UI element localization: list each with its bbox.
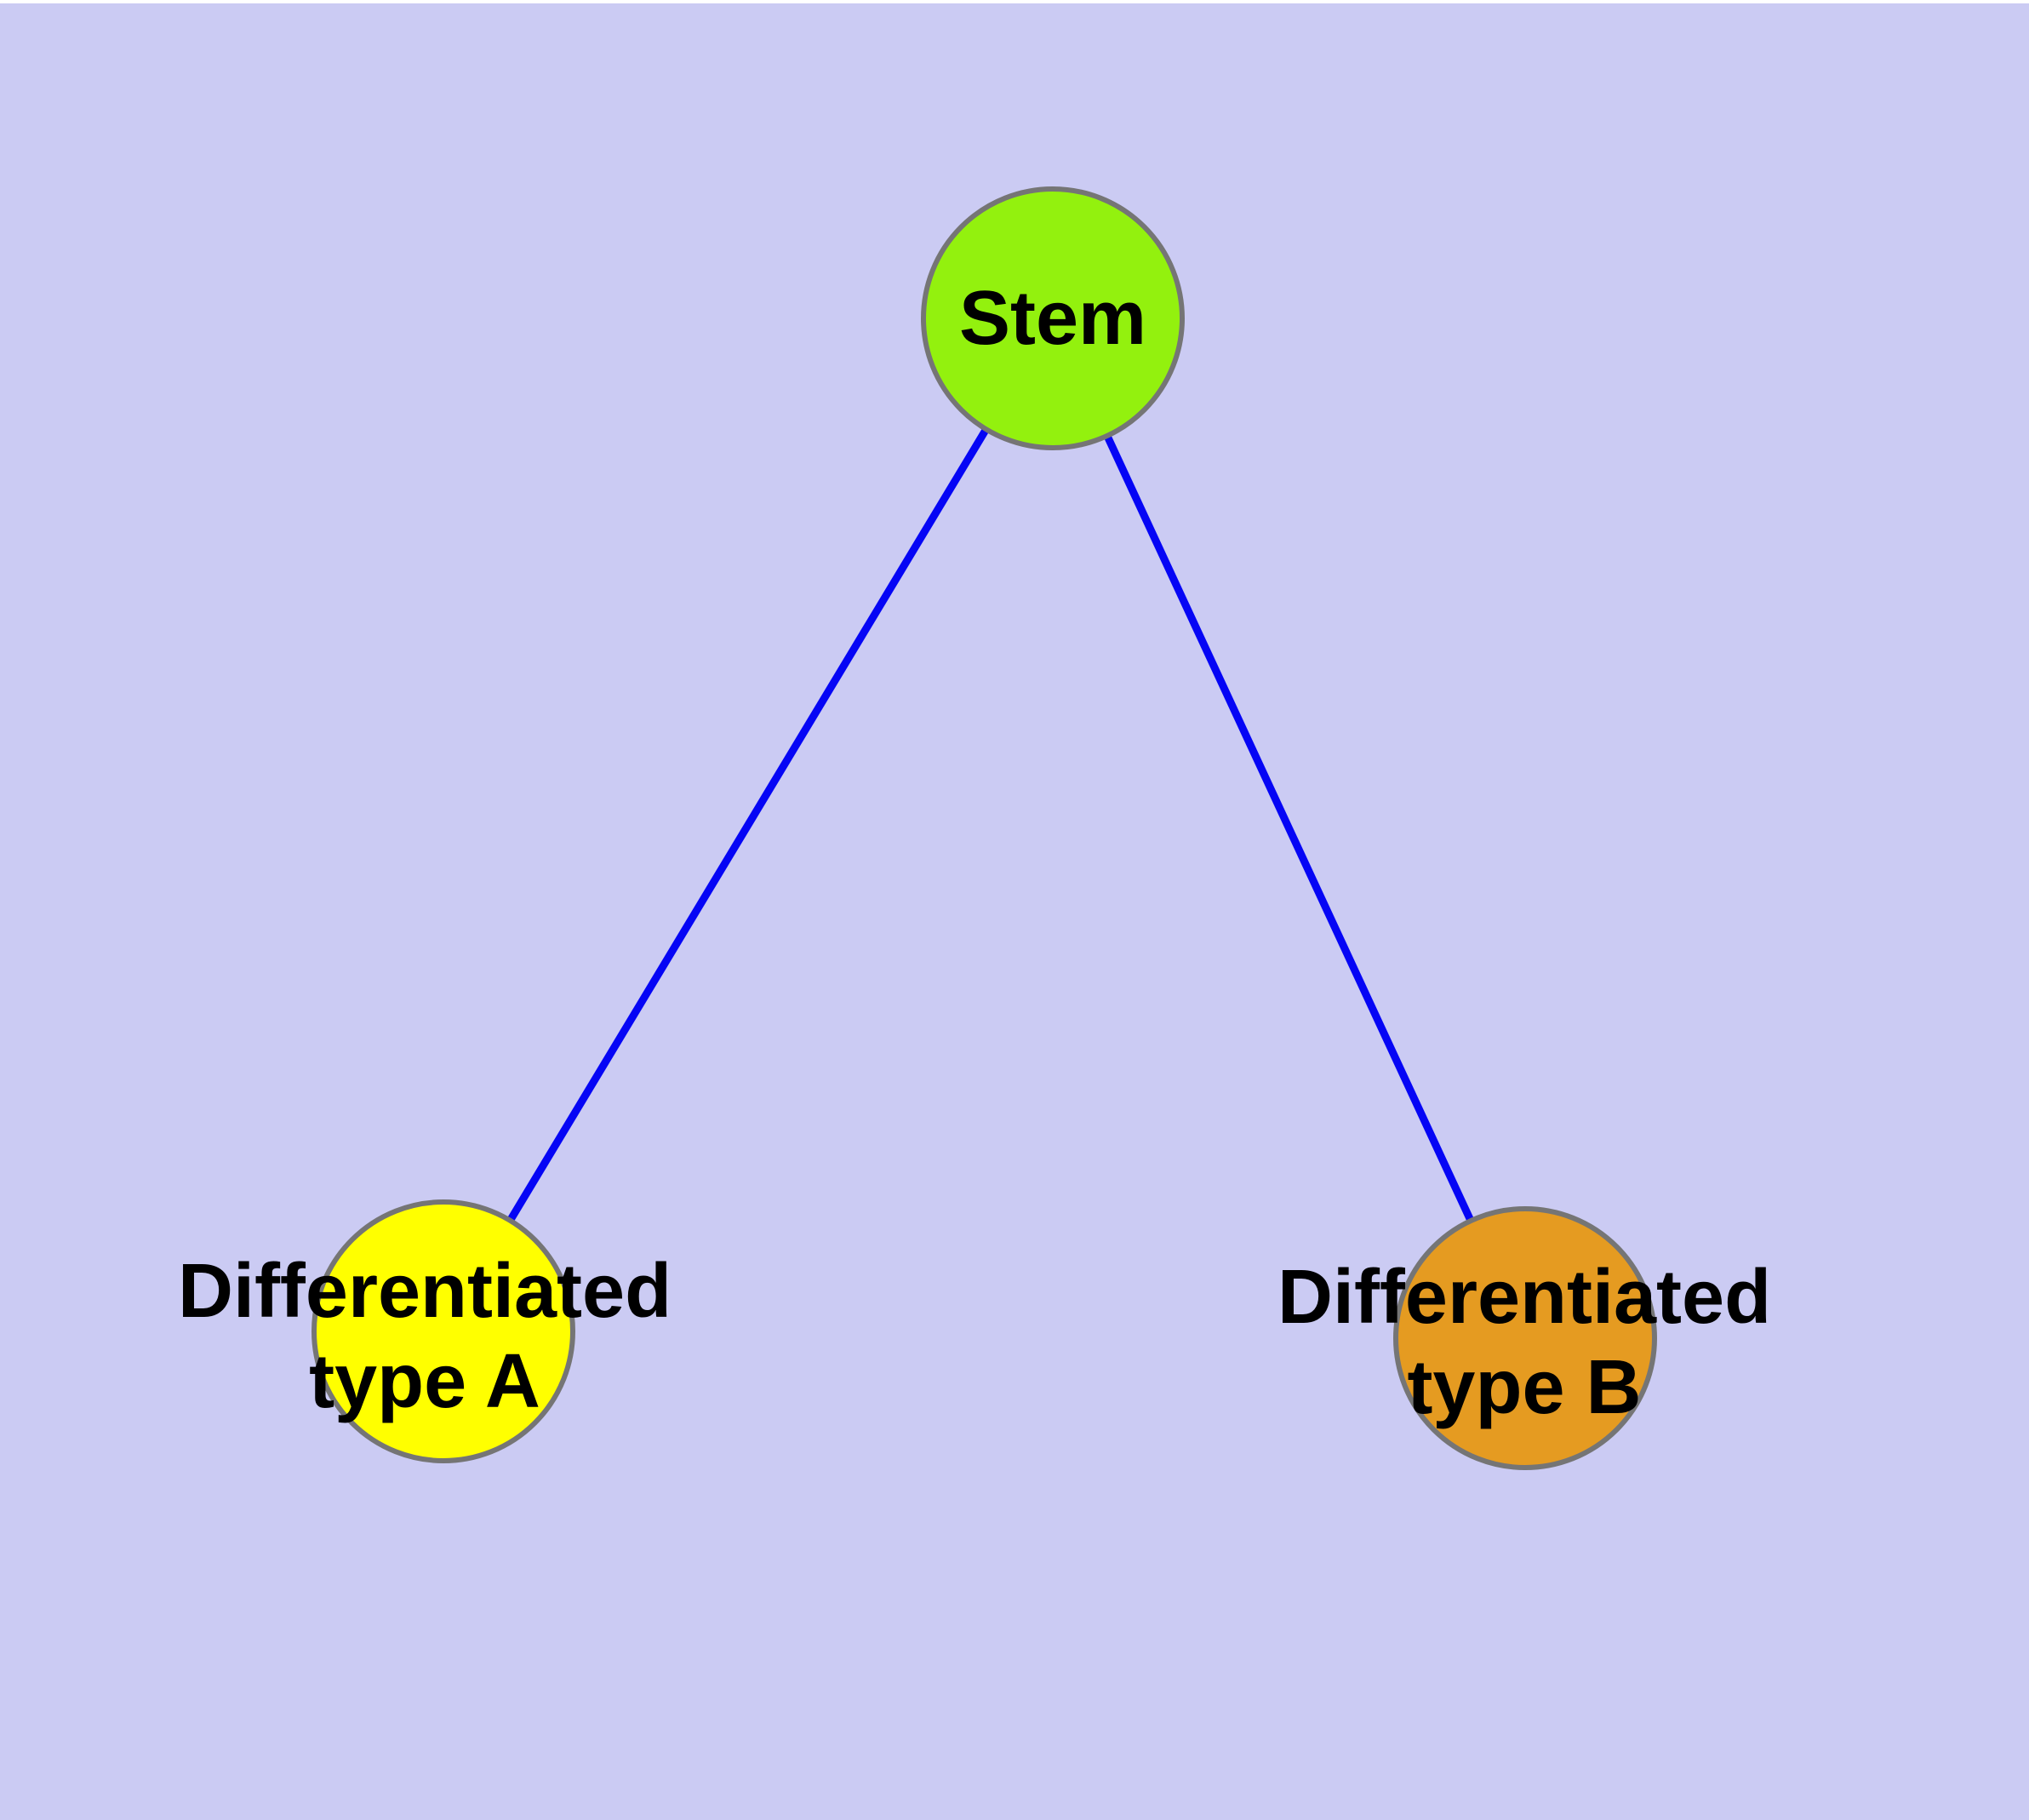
node-type-b-label-line2: type B (1407, 1345, 1642, 1430)
node-stem-circle (921, 186, 1185, 450)
node-type-a-label-line2: type A (309, 1339, 540, 1424)
node-type-b-circle (1393, 1206, 1657, 1470)
edge-stem-to-type-b (1049, 317, 1529, 1340)
node-type-a-label: Differentiated type A (178, 1246, 672, 1427)
top-border (0, 0, 2029, 3)
node-type-b-label: Differentiated type B (1277, 1252, 1771, 1433)
node-stem-label-text: Stem (958, 276, 1147, 361)
node-type-b-label-line1: Differentiated (1277, 1255, 1772, 1340)
node-stem-label: Stem (959, 273, 1146, 363)
node-type-a-label-line1: Differentiated (177, 1249, 672, 1334)
node-type-a-circle (311, 1199, 575, 1463)
edge-stem-to-type-a (440, 316, 1056, 1334)
